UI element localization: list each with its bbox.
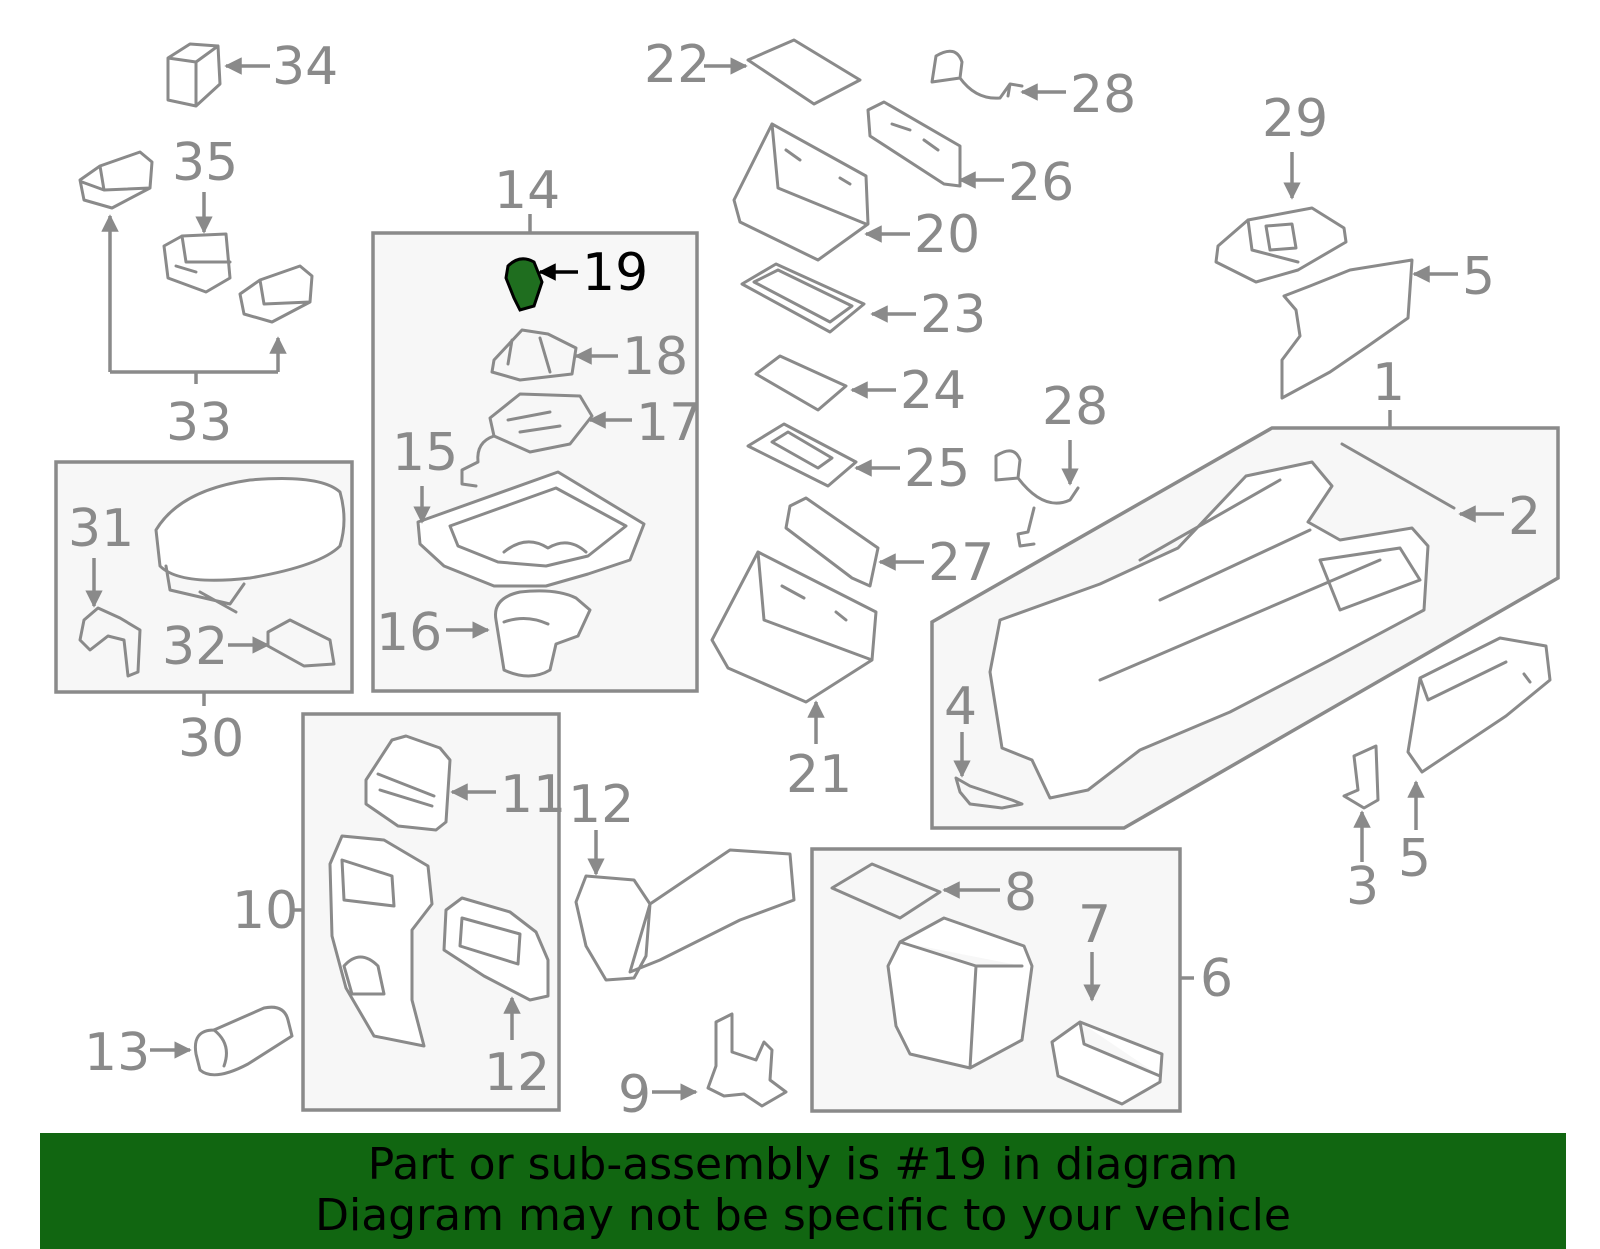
part-12-air-duct[interactable] <box>574 848 796 982</box>
part-30-armrest-lid[interactable] <box>154 477 346 582</box>
info-banner: Part or sub-assembly is #19 in diagram D… <box>40 1133 1566 1249</box>
callout-12-duct[interactable]: 12 <box>568 775 634 835</box>
part-3-clip[interactable] <box>1342 744 1380 810</box>
banner-line-2: Diagram may not be specific to your vehi… <box>315 1190 1291 1241</box>
callout-21[interactable]: 21 <box>786 745 852 805</box>
part-26-panel[interactable] <box>866 100 962 188</box>
part-5-trim-upper[interactable] <box>1280 258 1414 400</box>
callout-6[interactable]: 6 <box>1200 949 1233 1009</box>
callout-9[interactable]: 9 <box>618 1065 651 1125</box>
callout-28-top[interactable]: 28 <box>1070 65 1136 125</box>
part-6-storage-box[interactable] <box>886 916 1034 1070</box>
part-30-armrest-hinge[interactable] <box>164 564 246 614</box>
part-19-shift-knob[interactable] <box>504 257 544 312</box>
part-33-jack-left[interactable] <box>78 150 154 210</box>
exploded-parts-diagram: 34 35 33 31 32 30 14 19 18 17 15 16 22 2… <box>54 35 1560 1125</box>
callout-20[interactable]: 20 <box>914 205 980 265</box>
part-21-tray[interactable] <box>710 550 878 704</box>
callout-32[interactable]: 32 <box>162 617 228 677</box>
part-34-cover[interactable] <box>166 42 222 108</box>
part-4-clip[interactable] <box>954 776 1024 810</box>
part-22-mat[interactable] <box>746 38 862 106</box>
callout-8[interactable]: 8 <box>1004 863 1037 923</box>
part-15-console-panel[interactable] <box>416 470 646 588</box>
part-11-vent[interactable] <box>364 734 452 832</box>
callout-31[interactable]: 31 <box>68 499 134 559</box>
callout-24[interactable]: 24 <box>900 361 966 421</box>
part-16-cup-holder[interactable] <box>494 589 592 678</box>
part-13-socket[interactable] <box>193 1005 294 1077</box>
part-10-rear-panel[interactable] <box>328 834 434 1048</box>
callout-3[interactable]: 3 <box>1346 857 1379 917</box>
part-31-bracket[interactable] <box>78 606 142 678</box>
callout-29[interactable]: 29 <box>1262 89 1328 149</box>
part-1-console-body[interactable] <box>988 460 1430 800</box>
callout-5-top[interactable]: 5 <box>1462 247 1495 307</box>
callout-7[interactable]: 7 <box>1078 895 1111 955</box>
callout-15[interactable]: 15 <box>392 423 458 483</box>
callout-18[interactable]: 18 <box>622 327 688 387</box>
part-28-harness-mid[interactable] <box>994 449 1080 548</box>
callout-13[interactable]: 13 <box>84 1023 150 1083</box>
part-9-bracket[interactable] <box>706 1012 788 1108</box>
callout-2[interactable]: 2 <box>1508 487 1541 547</box>
part-33-jack-right[interactable] <box>238 264 314 324</box>
callout-17[interactable]: 17 <box>636 393 702 453</box>
banner-line-1: Part or sub-assembly is #19 in diagram <box>367 1139 1239 1190</box>
part-28-harness-top[interactable] <box>930 49 1024 100</box>
callout-11[interactable]: 11 <box>500 765 566 825</box>
part-25-pad[interactable] <box>746 422 858 488</box>
part-24-mat[interactable] <box>754 354 848 412</box>
part-20-tray[interactable] <box>732 122 870 262</box>
callout-5-bottom[interactable]: 5 <box>1398 829 1431 889</box>
part-8-mat[interactable] <box>830 862 942 920</box>
part-29-switch[interactable] <box>1214 206 1348 284</box>
part-17-harness[interactable] <box>460 434 496 488</box>
callout-1[interactable]: 1 <box>1372 353 1405 413</box>
part-18-shift-boot[interactable] <box>490 328 578 382</box>
callout-10[interactable]: 10 <box>232 881 298 941</box>
callout-27[interactable]: 27 <box>928 533 994 593</box>
callout-30[interactable]: 30 <box>178 709 244 769</box>
callout-4[interactable]: 4 <box>944 677 977 737</box>
part-7-tray[interactable] <box>1050 1020 1164 1106</box>
callout-12-lower[interactable]: 12 <box>484 1043 550 1103</box>
part-5-trim-side[interactable] <box>1406 636 1552 774</box>
callout-23[interactable]: 23 <box>920 285 986 345</box>
callout-16[interactable]: 16 <box>376 603 442 663</box>
callout-19[interactable]: 19 <box>582 243 648 303</box>
part-23-mat[interactable] <box>740 262 866 334</box>
part-27-bracket[interactable] <box>784 496 880 588</box>
part-12-usb-outlet[interactable] <box>442 896 550 1002</box>
callout-25[interactable]: 25 <box>904 439 970 499</box>
part-2-strip[interactable] <box>1340 442 1456 510</box>
part-35-usb-socket[interactable] <box>162 232 232 294</box>
part-17-shift-indicator[interactable] <box>488 392 594 454</box>
callout-33[interactable]: 33 <box>166 393 232 453</box>
callout-14[interactable]: 14 <box>494 161 560 221</box>
callout-26[interactable]: 26 <box>1008 153 1074 213</box>
callout-22[interactable]: 22 <box>644 35 710 95</box>
callout-28-mid[interactable]: 28 <box>1042 377 1108 437</box>
callout-35[interactable]: 35 <box>172 133 238 193</box>
callout-34[interactable]: 34 <box>272 37 338 97</box>
